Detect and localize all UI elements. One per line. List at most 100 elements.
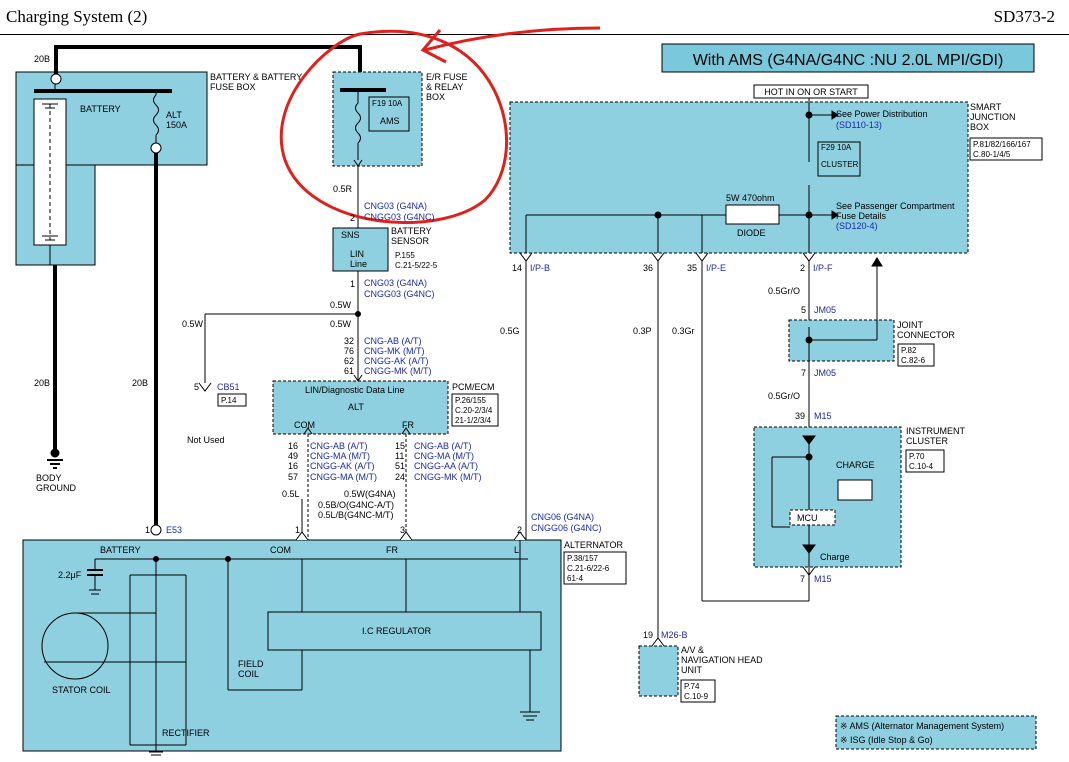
pcm-top-conn: CNGG-AK (A/T) — [364, 356, 429, 366]
pcm-ref1: P.26/155 — [455, 396, 487, 405]
sensor-pin-out: 1 — [350, 279, 355, 289]
pcm-right-conn: CNGG-AA (A/T) — [414, 461, 478, 471]
alt-pin2: 2 — [517, 525, 522, 535]
sensor-conn-in-a: CNG03 (G4NA) — [364, 201, 427, 211]
pass-fuse-ref: (SD120-4) — [836, 221, 878, 231]
alt-pin1: 1 — [295, 525, 300, 535]
pcm-top-pin: 62 — [344, 356, 354, 366]
jb-pin-36: 36 — [643, 263, 653, 273]
jb-pin-2: 2 — [800, 263, 805, 273]
wire-20b-top: 20B — [34, 54, 50, 64]
cb51-ref: P.14 — [221, 396, 237, 405]
fuse-cluster: CLUSTER — [821, 160, 859, 169]
alt-conn-b: CNGG06 (G4NC) — [531, 523, 602, 533]
av-navigation-head-unit — [638, 645, 679, 697]
jb-pin-35: 35 — [687, 263, 697, 273]
alt-ref3: 61-4 — [567, 574, 584, 583]
pcm-left-pin: 57 — [288, 472, 298, 482]
hot-label: HOT IN ON OR START — [764, 87, 858, 97]
pcm-top-conn: CNGG-MK (M/T) — [364, 366, 432, 376]
ic-regulator-label: I.C REGULATOR — [362, 626, 432, 636]
note-ams: ※ AMS (Alternator Management System) — [840, 721, 1004, 731]
pcm-right-conn: CNGG-MK (M/T) — [414, 472, 482, 482]
jb-conn-ipf: I/P-F — [813, 263, 833, 273]
banner-text: With AMS (G4NA/G4NC :NU 2.0L MPI/GDI) — [693, 52, 1004, 69]
sensor-conn-out-b: CNGG03 (G4NC) — [364, 289, 435, 299]
fuse-f29: F29 10A — [821, 143, 852, 152]
smart-junction-box — [509, 101, 969, 254]
pcm-inner-label: LIN/Diagnostic Data Line — [305, 385, 405, 395]
pcm-top-pin: 76 — [344, 346, 354, 356]
sensor-sns: SNS — [341, 230, 360, 240]
pcm-left-pin: 49 — [288, 451, 298, 461]
jb-pin-14: 14 — [512, 263, 522, 273]
pcm-top-conn: CNG-AB (A/T) — [364, 336, 422, 346]
pcm-alt: ALT — [348, 402, 364, 412]
wire-0-5w-g4na: 0.5W(G4NA) — [344, 489, 396, 499]
m26b-conn: M26-B — [661, 630, 688, 640]
alt-capacitor-label: 2.2μF — [58, 570, 82, 580]
cluster-ref2: C.10-4 — [909, 462, 934, 471]
alternator-label: ALTERNATOR — [564, 540, 624, 550]
page-title: Charging System (2) — [6, 7, 148, 26]
see-power-distribution: See Power Distribution — [836, 109, 928, 119]
wire-0-3p: 0.3P — [633, 326, 652, 336]
m26b-pin: 19 — [643, 630, 653, 640]
sensor-ref2: C.21-5/22-5 — [395, 261, 438, 270]
wire-0-5g: 0.5G — [500, 326, 520, 336]
junction-ref1: P.81/82/166/167 — [973, 140, 1031, 149]
fuse-ams: AMS — [380, 116, 400, 126]
wire-0-5r: 0.5R — [333, 184, 353, 194]
m15-pin39: 39 — [795, 411, 805, 421]
jm05-pin5: 5 — [801, 305, 806, 315]
battery-sensor — [332, 227, 389, 272]
junction-ref2: C.80-1/4/5 — [973, 150, 1011, 159]
wire-0-5gro-b: 0.5Gr/O — [768, 391, 800, 401]
pcm-left-conn: CNGG-AK (A/T) — [310, 461, 375, 471]
wire-20b-right: 20B — [132, 378, 148, 388]
note-isg: ※ ISG (Idle Stop & Go) — [840, 735, 933, 745]
pcm-left-pin: 16 — [288, 441, 298, 451]
wire-0-5bo: 0.5B/O(G4NC-A/T) — [318, 500, 394, 510]
alt-ref2: C.21-6/22-6 — [567, 564, 610, 573]
cb51-name: CB51 — [217, 382, 240, 392]
wire-0-5lb: 0.5L/B(G4NC-M/T) — [318, 510, 394, 520]
wire-0-5w-b: 0.5W — [182, 319, 204, 329]
alt-l-label: L — [514, 545, 519, 555]
page-header: Charging System (2) SD373-2 — [0, 0, 1069, 35]
cluster-ref1: P.70 — [909, 452, 925, 461]
alt-pin3: 3 — [400, 525, 405, 535]
pcm-right-pin: 11 — [395, 451, 404, 461]
pcm-right-conn: CNG-AB (A/T) — [414, 441, 472, 451]
m15-pin7: 7 — [800, 574, 805, 584]
pcm-ref2: C.20-2/3/4 — [455, 406, 493, 415]
diode-label: DIODE — [737, 228, 766, 238]
alt-ref1: P.38/157 — [567, 554, 599, 563]
jm05-pin7: 7 — [801, 368, 806, 378]
charge-line-label: Charge — [820, 552, 850, 562]
jb-conn-ipb: I/P-B — [530, 263, 550, 273]
av-ref2: C.10-9 — [684, 692, 709, 701]
pcm-right-pin: 15 — [395, 441, 405, 451]
instrument-cluster — [753, 426, 902, 568]
wire-0-5l: 0.5L — [282, 489, 300, 499]
sensor-conn-out-a: CNG03 (G4NA) — [364, 278, 427, 288]
m15-conn-b: M15 — [814, 574, 832, 584]
jb-conn-ipe: I/P-E — [706, 263, 726, 273]
alt-com-label: COM — [270, 545, 291, 555]
fuse-f19: F19 10A — [372, 99, 403, 108]
charge-warning-label: CHARGE — [836, 460, 875, 470]
pcm-top-pin: 61 — [344, 366, 354, 376]
wire-0-5w-c: 0.5W — [330, 319, 352, 329]
pcm-right-pin: 24 — [395, 472, 405, 482]
joint-ref1: P.82 — [901, 346, 917, 355]
sensor-ref1: P.155 — [395, 251, 415, 260]
